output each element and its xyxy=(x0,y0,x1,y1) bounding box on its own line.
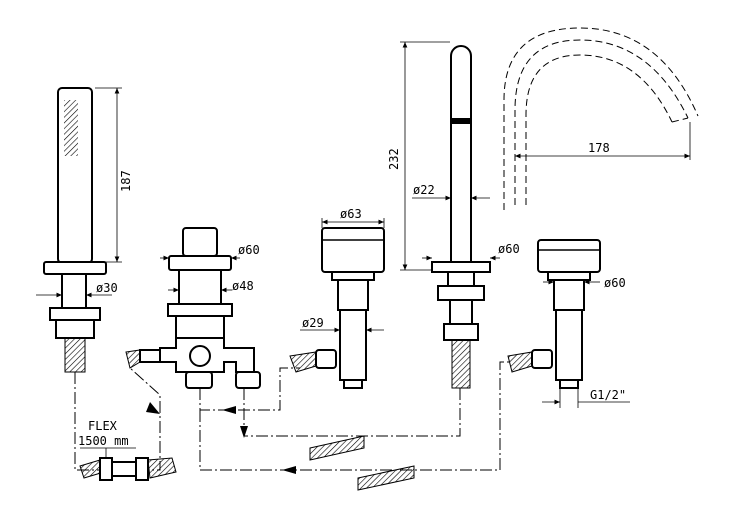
dim-spout-tube-diameter: ø22 xyxy=(412,183,490,201)
dim-label-232: 232 xyxy=(387,148,401,170)
dim-spout-height: 232 xyxy=(387,41,450,271)
supply-lines xyxy=(74,361,512,471)
hand-shower xyxy=(43,87,107,373)
flex-hose-label: FLEX xyxy=(88,419,118,433)
diverter-assembly xyxy=(139,227,261,389)
hose-connectors xyxy=(125,349,553,373)
dim-label-187: 187 xyxy=(119,170,133,192)
flex-hose-length: 1500 mm xyxy=(78,434,129,448)
dim-label-o63: ø63 xyxy=(340,207,362,221)
dim-label-o48: ø48 xyxy=(232,279,254,293)
dim-valve-handle-diameter: ø63 xyxy=(321,207,385,228)
dim-diverter-body-diameter: ø48 xyxy=(168,279,254,293)
dim-label-178: 178 xyxy=(588,141,610,155)
flow-arrows xyxy=(146,402,296,474)
dim-diverter-top-diameter: ø60 xyxy=(160,243,260,261)
hose-sections-hatched xyxy=(309,435,415,491)
dim-spout-reach: 178 xyxy=(515,122,691,160)
dim-label-o60-c: ø60 xyxy=(604,276,626,290)
dim-spout-base-diameter: ø60 xyxy=(422,242,520,261)
spout-assembly xyxy=(431,45,491,389)
dim-label-o30: ø30 xyxy=(96,281,118,295)
dim-connection-thread: G1/2" xyxy=(542,388,630,408)
dim-hand-shower-length: 187 xyxy=(95,87,133,263)
valve-assembly xyxy=(321,227,385,389)
flex-hose-detail: FLEX 1500 mm xyxy=(78,419,177,481)
spout-reach-dashed-outline xyxy=(503,27,699,210)
shower-nozzle-pattern xyxy=(64,100,78,156)
dim-label-o22: ø22 xyxy=(413,183,435,197)
dim-label-g12: G1/2" xyxy=(590,388,626,402)
dim-label-o60-b: ø60 xyxy=(498,242,520,256)
dim-right-valve-diameter: ø60 xyxy=(543,276,626,290)
dim-label-o60-a: ø60 xyxy=(238,243,260,257)
dim-label-o29: ø29 xyxy=(302,316,324,330)
right-valve-assembly xyxy=(537,239,601,389)
dim-valve-stem-diameter: ø29 xyxy=(300,316,384,333)
dim-hand-shower-diameter: ø30 xyxy=(36,281,118,298)
